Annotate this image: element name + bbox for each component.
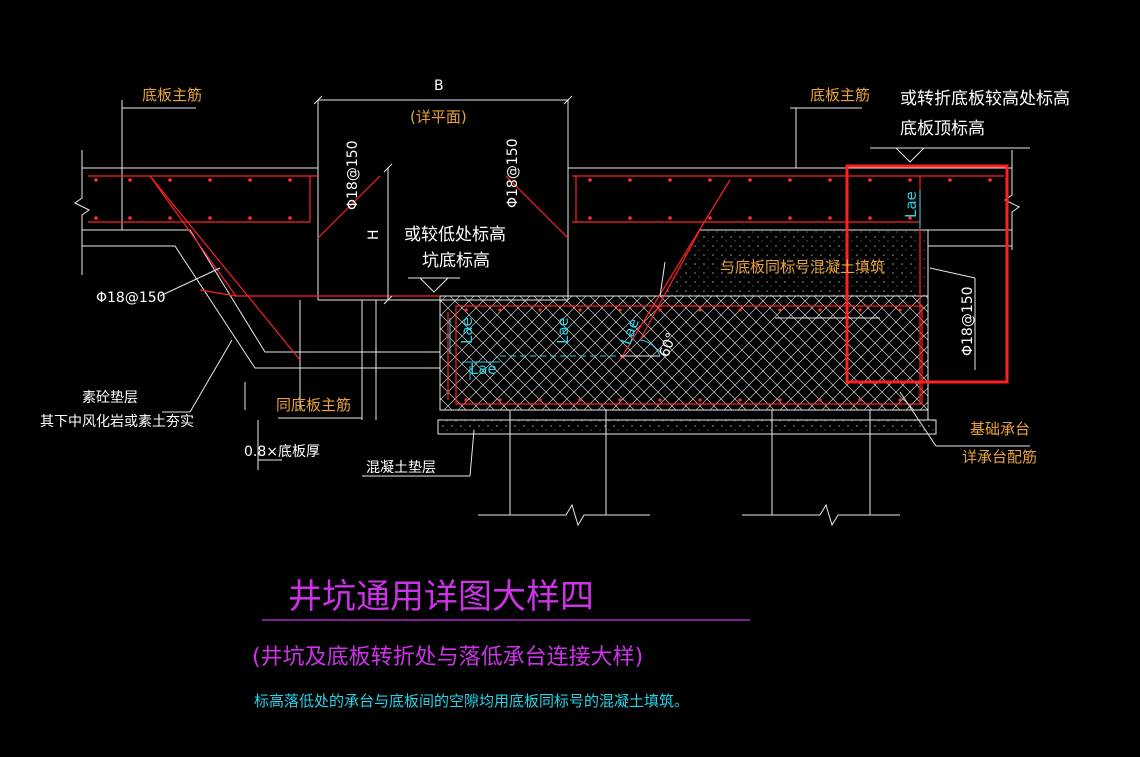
fill-concrete-label: 与底板同标号混凝土填筑: [720, 258, 885, 276]
highlight-box: [845, 164, 1009, 384]
rebar-slope-label: Φ18@150: [96, 290, 166, 306]
pile-cap-label-2: 详承台配筋: [962, 448, 1037, 466]
angle-label: 60°: [657, 331, 681, 360]
plain-concrete-label-2: 其下中风化岩或素土夯实: [40, 414, 194, 430]
concrete-cushion: [437, 419, 937, 435]
see-plan-label: (详平面): [410, 108, 467, 126]
detail-subtitle: (井坑及底板转折处与落低承台连接大样): [252, 645, 643, 670]
turn-slab-label-2: 底板顶标高: [900, 119, 985, 139]
rebar-dots: [94, 178, 992, 402]
concrete-cushion-label: 混凝土垫层: [366, 460, 436, 476]
lae-label-2: Lae: [554, 317, 572, 344]
rebar-vertical-right-label: Φ18@150: [505, 138, 521, 208]
detail-note: 标高落低处的承台与底板间的空隙均用底板同标号的混凝土填筑。: [254, 692, 689, 710]
pile-cap-label-1: 基础承台: [970, 420, 1030, 438]
piles: [478, 410, 900, 527]
bottom-slab-rebar-label-left: 底板主筋: [142, 86, 202, 104]
lae-label-4: Lae: [470, 360, 497, 378]
dim-b-label: B: [434, 78, 444, 94]
lae-lines: [449, 190, 976, 380]
pile-cap-hatch: [439, 295, 929, 411]
rebar-box-label: Φ18@150: [960, 286, 976, 356]
dimension-lines: [159, 95, 1030, 477]
rebar-lines: [88, 175, 1004, 405]
thickness-note-label: 0.8×底板厚: [244, 444, 320, 460]
rebar-vertical-left-label: Φ18@150: [345, 140, 361, 210]
plain-concrete-label-1: 素砼垫层: [82, 390, 138, 406]
detail-title: 井坑通用详图大样四: [288, 577, 594, 617]
pit-bottom-label-1: 或较低处标高: [404, 225, 506, 245]
turn-slab-label-1: 或转折底板较高处标高: [900, 89, 1070, 109]
pit-bottom-label-2: 坑底标高: [422, 251, 490, 271]
dim-h-label: H: [366, 229, 382, 240]
lae-label-1: Lae: [458, 317, 476, 344]
bottom-slab-rebar-label-right: 底板主筋: [810, 86, 870, 104]
concrete-fill-region: [660, 230, 928, 296]
lae-label-5: Lae: [902, 191, 920, 218]
same-slab-rebar-label: 同底板主筋: [276, 396, 351, 414]
